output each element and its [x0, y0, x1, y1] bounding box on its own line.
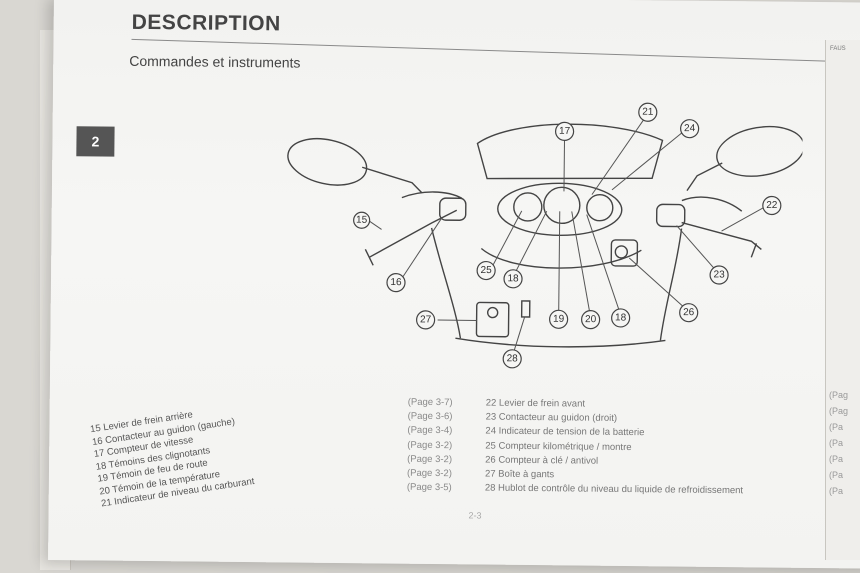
scooter-handlebar-diagram: 15 16 17 18 19 20 21 22 23 24 25 26 27 2…	[287, 102, 803, 369]
svg-text:17: 17	[559, 126, 571, 137]
right-switch-pod	[655, 203, 686, 228]
next-page-ref: (Pag	[829, 390, 849, 400]
callout-28: 28	[502, 349, 522, 369]
callout-24: 24	[680, 119, 700, 139]
svg-text:23: 23	[713, 269, 725, 280]
scooter-body	[430, 227, 683, 341]
coolant-level-window	[520, 300, 531, 318]
svg-text:20: 20	[585, 314, 597, 325]
speedometer-dial	[543, 186, 581, 225]
page-subtitle: Commandes et instruments	[129, 52, 301, 71]
svg-text:26: 26	[683, 307, 695, 318]
next-page-tag: FAUS	[830, 46, 846, 52]
callout-21: 21	[638, 102, 658, 122]
page-title: DESCRIPTION	[131, 10, 281, 36]
callout-18-right: 18	[611, 308, 631, 328]
svg-text:18: 18	[507, 273, 519, 284]
right-handlebar	[681, 221, 762, 250]
legend-row: (Page 3-5)28 Hublot de contrôle du nivea…	[406, 481, 744, 497]
next-page-ref: (Pag	[829, 406, 849, 416]
callout-18-left: 18	[503, 269, 523, 289]
svg-text:19: 19	[553, 314, 565, 325]
next-page-ref: (Pa	[829, 486, 844, 496]
ignition-key-switch	[610, 239, 639, 267]
page-number: 2-3	[468, 510, 482, 521]
svg-text:25: 25	[481, 265, 493, 276]
windscreen-outline	[476, 123, 664, 180]
svg-text:15: 15	[356, 215, 368, 226]
right-mirror	[716, 125, 803, 177]
glove-box	[475, 301, 510, 338]
callout-22: 22	[762, 195, 782, 216]
manual-page: DESCRIPTION Commandes et instruments 2	[48, 0, 860, 569]
next-page-ref: (Pa	[829, 470, 844, 480]
callout-16: 16	[386, 272, 406, 293]
odometer-dial	[513, 192, 543, 222]
svg-text:24: 24	[684, 123, 696, 134]
svg-text:22: 22	[766, 200, 778, 211]
callout-19: 19	[549, 309, 569, 329]
svg-text:18: 18	[615, 312, 627, 323]
left-handlebar	[368, 209, 458, 258]
next-page-ref: (Pa	[829, 438, 844, 448]
legend-right: (Page 3-7)22 Levier de frein avant (Page…	[407, 396, 744, 499]
svg-text:27: 27	[420, 314, 432, 325]
svg-text:16: 16	[390, 277, 402, 288]
chapter-tab: 2	[76, 126, 115, 157]
next-page-edge: FAUS (Pag (Pag (Pa (Pa (Pa (Pa (Pa	[825, 40, 860, 560]
fuel-gauge-dial	[586, 194, 614, 222]
callout-23: 23	[709, 265, 729, 285]
svg-text:21: 21	[642, 107, 654, 118]
callout-27: 27	[416, 310, 436, 330]
callout-25: 25	[476, 260, 496, 281]
callout-17: 17	[554, 121, 575, 141]
next-page-ref: (Pa	[829, 454, 844, 464]
left-mirror	[287, 137, 368, 186]
callout-15: 15	[353, 211, 371, 229]
legend-left: 15 Levier de frein arrière 16 Contacteur…	[89, 402, 255, 511]
left-switch-pod	[439, 197, 467, 221]
svg-text:28: 28	[507, 353, 519, 364]
callout-26: 26	[679, 303, 699, 323]
callout-20: 20	[581, 310, 601, 330]
next-page-ref: (Pa	[829, 422, 844, 432]
